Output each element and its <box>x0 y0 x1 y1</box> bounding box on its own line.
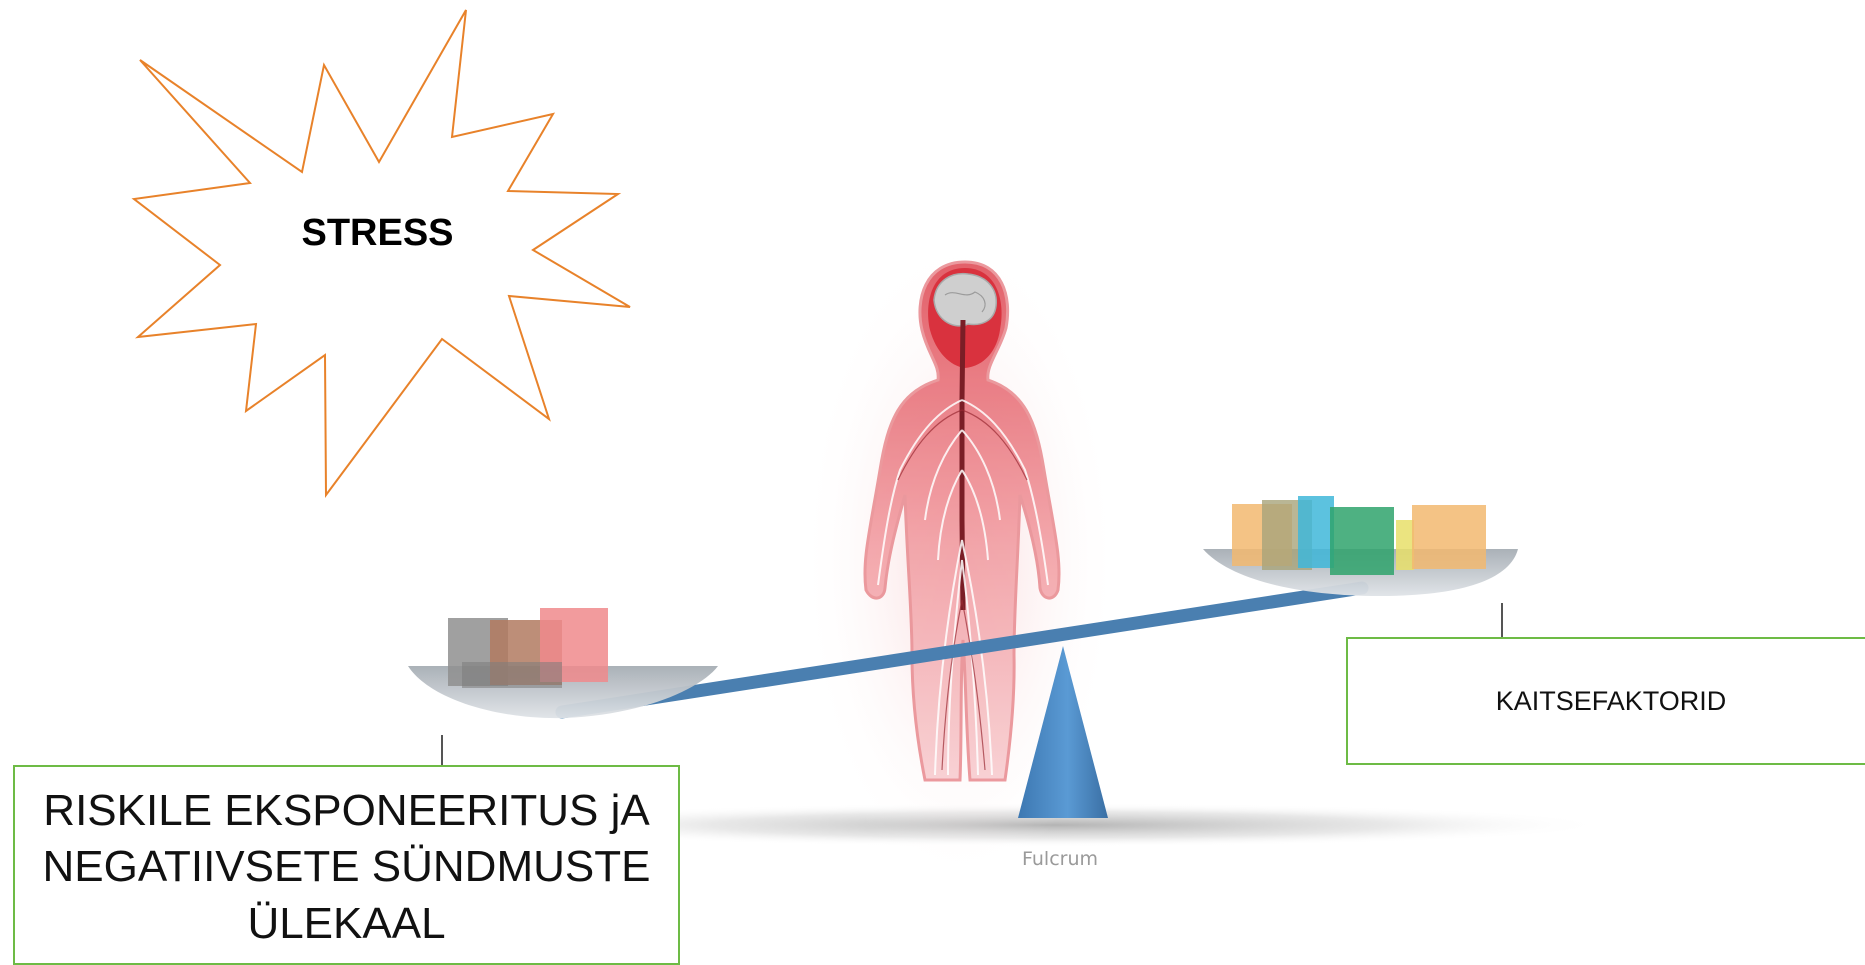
right-pan <box>1203 496 1518 640</box>
risk-exposure-text: RISKILE EKSPONEERITUS jA NEGATIIVSETE SÜ… <box>35 783 658 952</box>
fulcrum-label: Fulcrum <box>1022 848 1098 870</box>
protective-factors-box: KAITSEFAKTORID <box>1346 637 1865 765</box>
protective-factors-text: KAITSEFAKTORID <box>1496 686 1727 717</box>
stress-label: STRESS <box>250 212 505 255</box>
risk-exposure-box: RISKILE EKSPONEERITUS jA NEGATIIVSETE SÜ… <box>13 765 680 965</box>
left-pan <box>408 608 718 770</box>
